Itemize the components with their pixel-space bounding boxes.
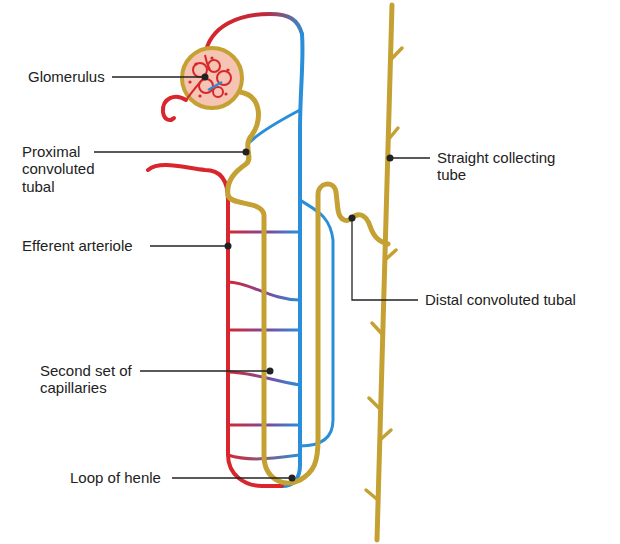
leader-lines [94, 77, 430, 478]
part-label: Efferent arteriole [22, 237, 147, 254]
part-label: Second set of capillaries [40, 362, 140, 397]
part-label: Glomerulus [28, 68, 108, 85]
part-label: Distal convoluted tubal [425, 291, 595, 308]
part-label: Straight collecting tube [437, 149, 562, 184]
part-label: Proximal convoluted tubal [22, 143, 112, 195]
collecting-tube [366, 5, 402, 540]
part-label: Loop of henle [70, 469, 170, 486]
glomerulus-figure [182, 48, 242, 108]
leader-dots [202, 74, 394, 482]
renal-tubule [228, 92, 388, 483]
blood-vessels [148, 14, 333, 486]
